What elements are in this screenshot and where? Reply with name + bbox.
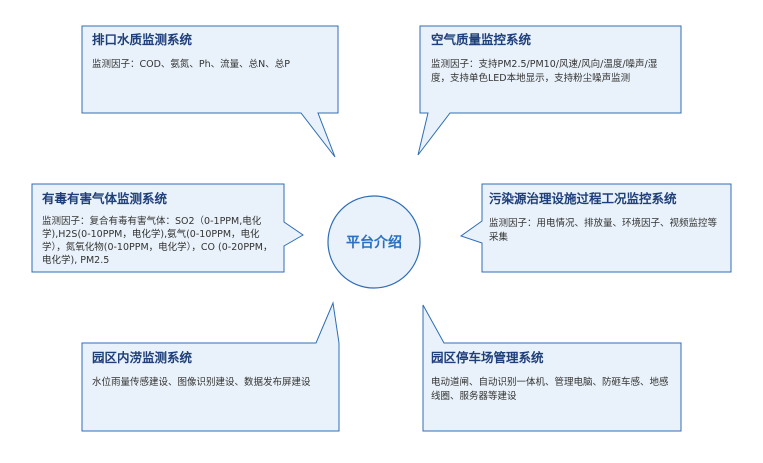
center-label: 平台介绍	[346, 235, 402, 251]
callout-water-quality	[81, 25, 339, 158]
waterlogging-title: 园区内涝监测系统	[92, 350, 193, 365]
callout-toxic-gas	[31, 183, 304, 273]
waterlogging-system: 园区内涝监测系统 水位雨量传感建设、图像识别建设、数据发布屏建设	[92, 350, 328, 390]
center-circle	[327, 195, 421, 289]
air-quality-system: 空气质量监控系统 监测因子：支持PM2.5/PM10/风速/风向/温度/噪声/湿…	[431, 32, 673, 86]
parking-desc: 电动道闸、自动识别一体机、管理电脑、防砸车感、地感线圈、服务器等建设	[431, 377, 669, 402]
water-quality-desc: 监测因子：COD、氨氮、Ph、流量、总N、总P	[92, 59, 291, 70]
callout-parking	[422, 304, 682, 432]
water-quality-title: 排口水质监测系统	[92, 32, 193, 47]
air-quality-title: 空气质量监控系统	[431, 32, 532, 47]
toxic-gas-system: 有毒有害气体监测系统 监测因子：复合有毒有害气体：SO2（0-1PPM,电化学)…	[42, 191, 280, 267]
toxic-gas-desc: 监测因子：复合有毒有害气体：SO2（0-1PPM,电化学),H2S(0-10PP…	[42, 216, 273, 266]
waterlogging-desc: 水位雨量传感建设、图像识别建设、数据发布屏建设	[92, 377, 311, 388]
callout-air-quality	[417, 25, 682, 156]
parking-title: 园区停车场管理系统	[431, 350, 544, 365]
callout-pollution-source	[459, 183, 732, 273]
toxic-gas-title: 有毒有害气体监测系统	[42, 191, 168, 206]
parking-system: 园区停车场管理系统 电动道闸、自动识别一体机、管理电脑、防砸车感、地感线圈、服务…	[431, 350, 673, 404]
air-quality-desc: 监测因子：支持PM2.5/PM10/风速/风向/温度/噪声/湿度，支持单色LED…	[431, 59, 658, 84]
pollution-source-system: 污染源治理设施过程工况监控系统 监测因子：用电情况、排放量、环境因子、视频监控等…	[489, 191, 723, 245]
callout-waterlogging	[81, 301, 340, 432]
water-quality-system: 排口水质监测系统 监测因子：COD、氨氮、Ph、流量、总N、总P	[92, 32, 332, 72]
pollution-source-desc: 监测因子：用电情况、排放量、环境因子、视频监控等采集	[489, 218, 718, 243]
pollution-source-title: 污染源治理设施过程工况监控系统	[489, 191, 677, 206]
